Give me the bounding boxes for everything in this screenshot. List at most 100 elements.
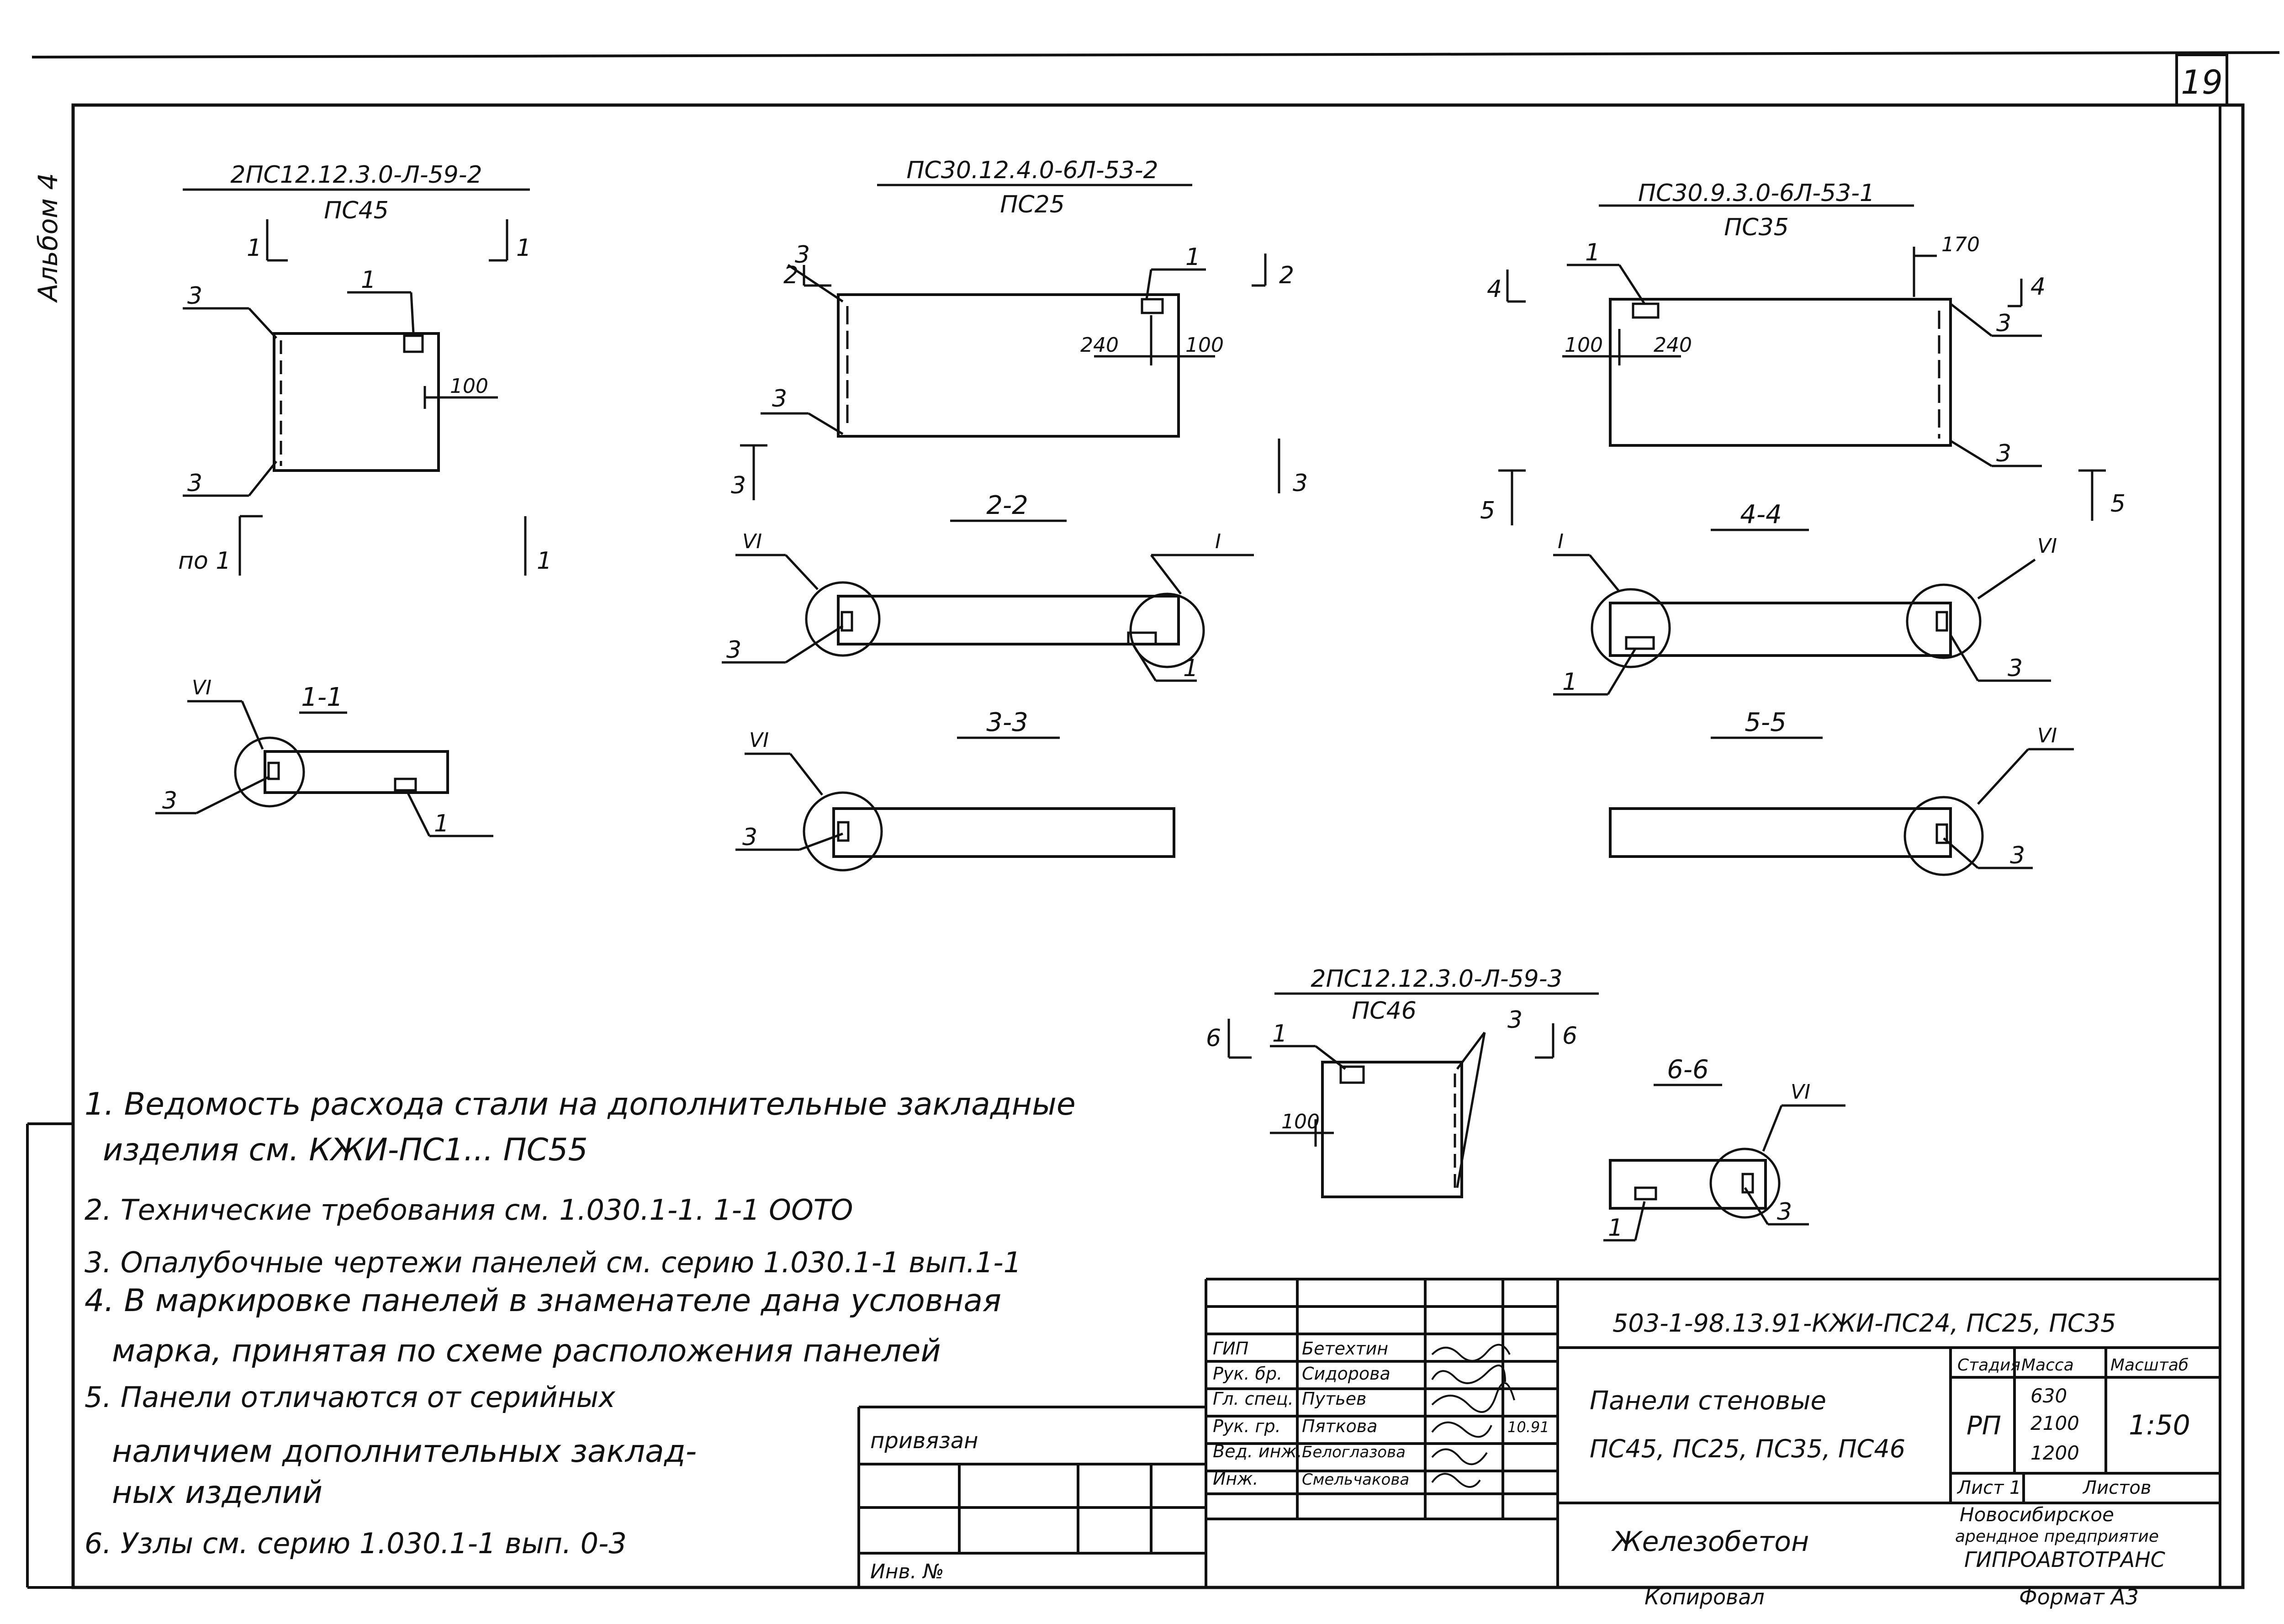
org-name: арендное предприятие xyxy=(1955,1527,2159,1546)
section-mark: 6 xyxy=(1562,1022,1577,1050)
callout: 1 xyxy=(1185,243,1200,271)
callout: 3 xyxy=(772,385,787,413)
col-mass: Масса xyxy=(2021,1356,2074,1375)
callout: 3 xyxy=(742,824,757,851)
section-mark: 2 xyxy=(1279,262,1294,289)
section-mark: 3 xyxy=(1293,470,1308,497)
stamp-role: Вед. инж. xyxy=(1213,1441,1302,1461)
callout: 3 xyxy=(187,282,202,310)
view-mark: ПС30.9.3.0-6Л-53-1 xyxy=(1638,180,1875,207)
section-mark: 2 xyxy=(783,262,798,289)
note-line: ных изделий xyxy=(112,1475,323,1511)
stamp-role: ГИП xyxy=(1213,1338,1248,1359)
material: Железобетон xyxy=(1611,1526,1809,1558)
dimension: 100 xyxy=(1185,333,1224,357)
stamp-name: Смельчакова xyxy=(1302,1471,1409,1489)
stamp-role: Инж. xyxy=(1213,1469,1258,1489)
scale: 1:50 xyxy=(2129,1409,2190,1441)
section-mark: 4 xyxy=(2030,273,2046,301)
copied-label: Копировал xyxy=(1644,1585,1765,1609)
stamp-name: Сидорова xyxy=(1302,1364,1390,1384)
node-mark: VI xyxy=(2037,724,2057,747)
stage: РП xyxy=(1967,1411,2001,1441)
section-mark: 6 xyxy=(1206,1025,1221,1052)
stamp-name: Пяткова xyxy=(1302,1416,1377,1436)
callout: 1 xyxy=(1562,668,1577,696)
note-line: наличием дополнительных заклад- xyxy=(112,1434,697,1470)
section-mark: 1 xyxy=(516,234,531,262)
dimension: 240 xyxy=(1654,333,1692,357)
inv-label: Инв. № xyxy=(870,1560,944,1583)
col-stage: Стадия xyxy=(1957,1356,2020,1375)
col-scale: Масштаб xyxy=(2110,1356,2189,1375)
callout: 3 xyxy=(1996,440,2011,467)
callout: 3 xyxy=(1777,1198,1792,1226)
node-mark: VI xyxy=(192,676,211,699)
view-panel: ПС25 xyxy=(1000,191,1065,218)
callout: 3 xyxy=(2010,842,2025,869)
title-block-grid xyxy=(857,1278,2220,1587)
mass: 630 xyxy=(2030,1385,2067,1407)
dimension: 100 xyxy=(450,375,488,398)
callout: 1 xyxy=(361,266,376,294)
section-mark: по 1 xyxy=(178,547,231,575)
callout: 1 xyxy=(434,810,449,837)
drawing-frame xyxy=(71,103,2245,1589)
node-mark: VI xyxy=(2037,534,2057,558)
drawing-title: Панели стеновые xyxy=(1590,1386,1826,1416)
dimension: 170 xyxy=(1941,233,1980,256)
note-line: 6. Узлы см. серию 1.030.1-1 вып. 0-3 xyxy=(85,1527,627,1560)
stamp-name: Бетехтин xyxy=(1302,1338,1388,1359)
note-line: 5. Панели отличаются от серийных xyxy=(85,1381,616,1414)
section-title: 6-6 xyxy=(1667,1055,1708,1084)
section-views xyxy=(155,519,2074,1242)
note-line: марка, принятая по схеме расположения па… xyxy=(112,1333,941,1369)
note-line: 2. Технические требования см. 1.030.1-1.… xyxy=(85,1193,853,1227)
view-panel: ПС45 xyxy=(324,197,389,224)
callout: 1 xyxy=(1272,1020,1287,1047)
org-name: ГИПРОАВТОТРАНС xyxy=(1964,1547,2165,1572)
callout: 3 xyxy=(2008,655,2023,682)
view-panel: ПС46 xyxy=(1352,997,1417,1025)
stamp-name: Путьев xyxy=(1302,1389,1366,1409)
section-title: 1-1 xyxy=(301,682,343,712)
callout: 3 xyxy=(162,787,177,815)
node-mark: VI xyxy=(742,530,762,553)
view-mark: 2ПС12.12.3.0-Л-59-2 xyxy=(230,161,482,189)
mass: 1200 xyxy=(2030,1442,2079,1464)
callout: 1 xyxy=(1183,655,1198,682)
signature-marks xyxy=(1431,1344,1515,1488)
top-trim-line xyxy=(32,51,2280,58)
sheet-label: Лист 1 xyxy=(1956,1477,2021,1498)
org-name: Новосибирское xyxy=(1960,1503,2114,1526)
view-ps35 xyxy=(1498,204,2106,525)
view-mark: 2ПС12.12.3.0-Л-59-3 xyxy=(1311,965,1562,993)
callout: 3 xyxy=(726,636,741,664)
callout: 3 xyxy=(1507,1006,1523,1034)
stamp-date: 10.91 xyxy=(1507,1418,1549,1436)
node-mark: I xyxy=(1215,530,1221,553)
page-number-box xyxy=(2175,53,2228,106)
view-ps45 xyxy=(183,188,530,576)
drawing-title-panels: ПС45, ПС25, ПС35, ПС46 xyxy=(1590,1434,1905,1463)
callout: 3 xyxy=(187,470,202,497)
stamp-name: Белоглазова xyxy=(1302,1443,1406,1461)
dimension: 100 xyxy=(1565,333,1603,357)
notes: 1. Ведомость расхода стали на дополнител… xyxy=(85,1086,1076,1560)
dimension: 240 xyxy=(1080,333,1119,357)
node-mark: VI xyxy=(749,729,769,752)
view-ps25 xyxy=(740,184,1280,500)
stamp-role: Гл. спец. xyxy=(1213,1389,1294,1409)
format-label: Формат А3 xyxy=(2019,1585,2139,1609)
view-panel: ПС35 xyxy=(1724,214,1789,241)
callout: 1 xyxy=(1608,1214,1623,1242)
section-title: 3-3 xyxy=(986,708,1028,737)
callout: 3 xyxy=(1996,310,2011,337)
page-number: 19 xyxy=(2181,63,2223,101)
section-title: 2-2 xyxy=(986,491,1028,520)
section-title: 5-5 xyxy=(1745,708,1786,737)
node-mark: I xyxy=(1558,530,1564,553)
view-ps46 xyxy=(1227,992,1599,1198)
stamp-role: Рук. бр. xyxy=(1213,1364,1282,1384)
